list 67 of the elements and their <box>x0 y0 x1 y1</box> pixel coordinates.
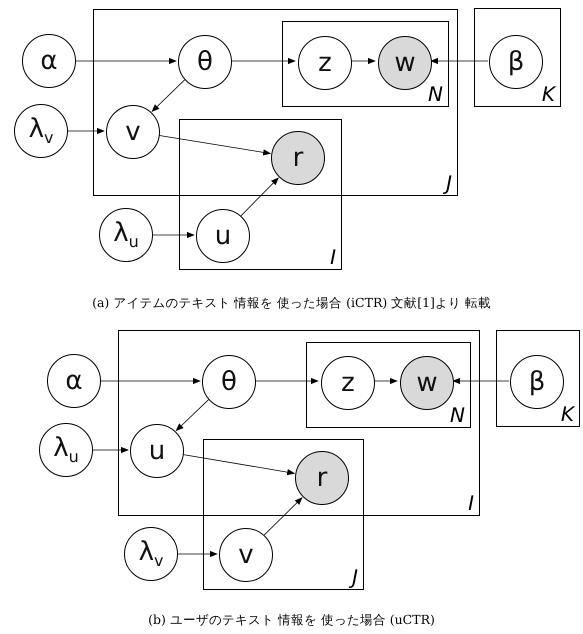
arrow <box>178 550 218 558</box>
variable-circle <box>298 36 352 90</box>
variable-symbol: z <box>341 370 355 396</box>
variable-symbol: α <box>40 48 58 74</box>
arrow <box>76 58 177 64</box>
variable-symbol: r <box>316 465 328 491</box>
arrow <box>230 58 296 64</box>
variable-circle <box>124 527 178 581</box>
variable-symbol: r <box>292 145 304 171</box>
plate-label: N <box>428 84 443 104</box>
variable-circle <box>22 34 76 88</box>
variable-circle <box>196 209 250 263</box>
variable-circle <box>130 424 184 478</box>
variable-circle <box>489 35 543 89</box>
variable-symbol: w <box>394 50 416 76</box>
plate-box <box>306 342 471 428</box>
arrow <box>158 134 272 156</box>
arrow <box>254 378 319 384</box>
variable-symbol: u <box>148 438 166 464</box>
arrow <box>182 454 296 476</box>
arrow <box>176 399 209 432</box>
variable-symbol: v <box>238 542 254 568</box>
variable-symbol: λ$_{v}$ <box>138 539 164 569</box>
variable-symbol: α <box>65 368 83 394</box>
variable-circle <box>106 105 160 159</box>
variable-symbol: θ <box>221 369 237 395</box>
variable-symbol: v <box>125 119 141 145</box>
plate-label: K <box>542 84 555 104</box>
arrow <box>68 128 105 134</box>
variable-symbol: β <box>528 369 546 395</box>
plate-box <box>282 21 449 107</box>
arrow <box>452 378 510 384</box>
arrow <box>100 378 201 384</box>
variable-circle <box>39 423 93 477</box>
variable-circle <box>47 354 101 408</box>
arrow <box>152 79 186 112</box>
figure-caption: (b) ユーザのテキスト 情報を 使った場合 (uCTR) <box>147 612 436 629</box>
variable-symbol: θ <box>197 49 213 75</box>
arrow <box>152 232 195 238</box>
plate-label: N <box>450 405 465 425</box>
arrow <box>240 177 279 216</box>
plate-box <box>474 8 561 107</box>
arrow <box>264 497 303 536</box>
variable-symbol: λ$_{v}$ <box>28 116 54 146</box>
arrow <box>350 58 376 64</box>
variable-symbol: β <box>508 49 524 75</box>
variable-symbol: u <box>214 223 232 249</box>
variable-circle <box>219 528 273 582</box>
variable-circle <box>178 35 232 89</box>
variable-circle <box>321 356 375 410</box>
plate-box <box>496 330 580 427</box>
variable-circle <box>14 104 68 158</box>
variable-circle <box>99 208 153 262</box>
variable-symbol: z <box>318 50 332 76</box>
variable-symbol: λ$_{u}$ <box>113 220 139 250</box>
observed-variable-circle <box>271 131 325 185</box>
arrow <box>430 58 488 64</box>
plate-label: I <box>468 493 474 513</box>
variable-symbol: λ$_{u}$ <box>53 435 79 465</box>
plate-label: K <box>560 404 574 424</box>
observed-variable-circle <box>295 451 349 505</box>
variable-circle <box>202 355 256 409</box>
variable-symbol: w <box>416 370 438 396</box>
arrow <box>372 378 398 384</box>
arrow <box>92 446 129 454</box>
plate-label: I <box>330 247 336 267</box>
figure-caption: (a) アイテムのテキスト 情報を 使った場合 (iCTR) 文献[1]より 転載 <box>91 295 492 312</box>
